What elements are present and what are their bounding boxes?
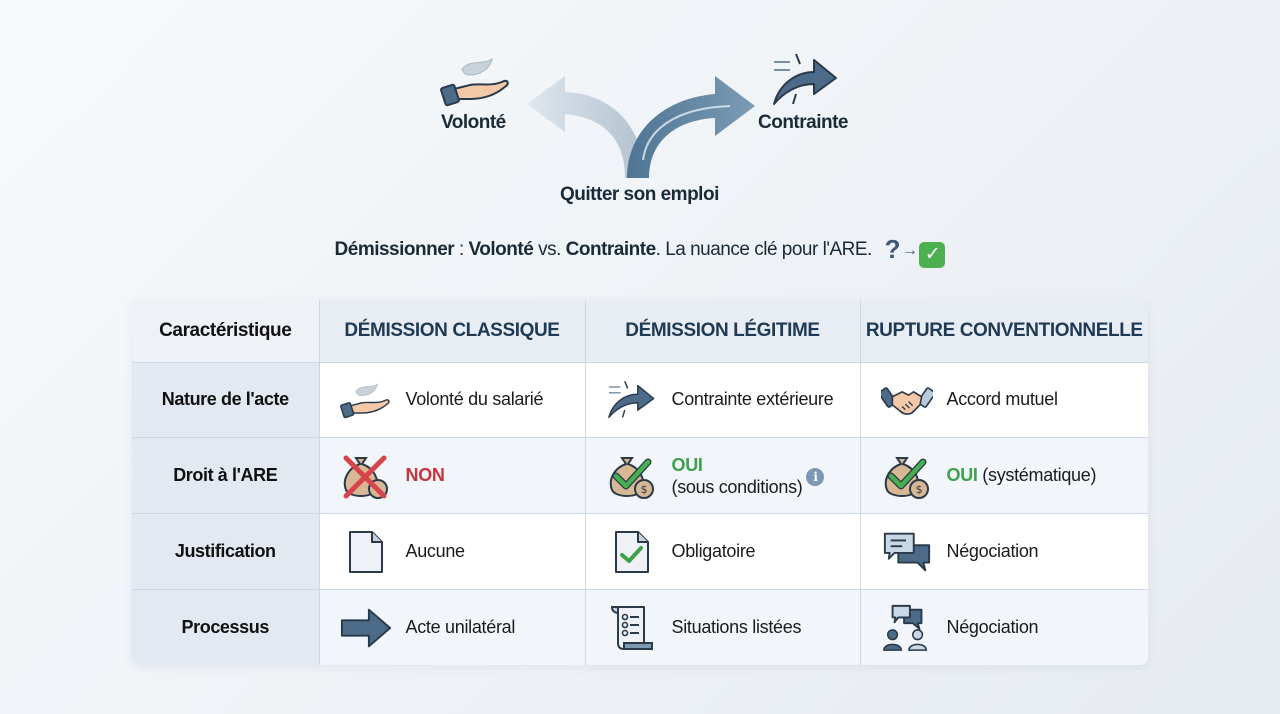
- money-bag-crossed-icon: [340, 452, 392, 500]
- table-row: Nature de l'acte Volonté du salarié Cont…: [132, 361, 1148, 439]
- row-label: Droit à l'ARE: [132, 437, 320, 515]
- handshake-icon: [880, 376, 933, 424]
- volonte-label: Volonté: [441, 112, 506, 133]
- subtitle-volonte: Volonté: [468, 239, 534, 260]
- subtitle-sep: :: [454, 239, 469, 260]
- table-row: Processus Acte unilatéral Situations lis…: [132, 589, 1148, 665]
- cell-text: Situations listées: [671, 617, 802, 638]
- status-non: NON: [405, 465, 445, 486]
- money-bag-check-icon: $: [606, 452, 658, 500]
- svg-text:$: $: [640, 483, 647, 496]
- header-demission-classique: DÉMISSION CLASSIQUE: [318, 300, 586, 363]
- cell-status-line: OUI (systématique): [947, 465, 1097, 486]
- document-check-icon: [606, 528, 658, 576]
- cell-text: Accord mutuel: [946, 389, 1058, 410]
- open-hand-icon: [339, 376, 392, 424]
- cell-text: Volonté du salarié: [405, 389, 544, 410]
- cell-text: Obligatoire: [671, 541, 756, 562]
- table-row: Justification Aucune Obligatoire: [132, 513, 1148, 591]
- table-row: Droit à l'ARE NON $ OUI (sous conditions…: [132, 437, 1148, 515]
- status-oui: OUI: [671, 454, 703, 475]
- subtitle-rest: . La nuance clé pour l'ARE.: [655, 239, 873, 260]
- row-label: Nature de l'acte: [132, 361, 320, 439]
- forced-arrow-icon: [606, 376, 658, 424]
- people-discussion-icon: [881, 604, 933, 652]
- money-bag-check-icon: $: [881, 452, 933, 500]
- info-icon[interactable]: i: [806, 467, 825, 486]
- cell-text: Négociation: [946, 617, 1039, 638]
- table-header-row: Caractéristique DÉMISSION CLASSIQUE DÉMI…: [132, 300, 1148, 363]
- row-label: Justification: [132, 513, 320, 591]
- svg-text:$: $: [915, 483, 922, 496]
- cell-text: (systématique): [977, 465, 1097, 486]
- header-rupture-conventionnelle: RUPTURE CONVENTIONNELLE: [859, 300, 1148, 363]
- chat-bubbles-icon: [881, 528, 933, 576]
- hero-diagram: Volonté Contrainte Quitter son emploi: [0, 0, 1280, 220]
- subtitle: Démissionner : Volonté vs. Contrainte. L…: [0, 234, 1280, 268]
- quitter-emploi-label: Quitter son emploi: [560, 184, 719, 205]
- cell-text: Négociation: [946, 541, 1039, 562]
- subtitle-vs: vs.: [533, 239, 566, 260]
- split-arrows-icon: [527, 76, 755, 178]
- status-oui: OUI: [946, 465, 978, 486]
- check-box-icon: ✓: [919, 242, 946, 268]
- cell-text: (sous conditions): [671, 476, 803, 497]
- checklist-scroll-icon: [606, 604, 658, 652]
- subtitle-contrainte: Contrainte: [565, 239, 657, 260]
- blank-document-icon: [340, 528, 392, 576]
- comparison-table: Caractéristique DÉMISSION CLASSIQUE DÉMI…: [132, 300, 1148, 665]
- cell-status-stack: OUI (sous conditions)i: [672, 454, 825, 498]
- cell-text: Contrainte extérieure: [671, 389, 834, 410]
- row-label: Processus: [132, 589, 320, 665]
- contrainte-label: Contrainte: [758, 112, 849, 133]
- cell-text: Acte unilatéral: [405, 617, 516, 638]
- open-hand-icon: [440, 57, 509, 107]
- right-arrow-icon: [340, 604, 392, 652]
- forced-arrow-icon: [773, 53, 837, 105]
- header-demission-legitime: DÉMISSION LÉGITIME: [584, 300, 861, 363]
- cell-text: Aucune: [405, 541, 466, 562]
- question-mark-icon: ?: [884, 234, 901, 264]
- subtitle-term: Démissionner: [334, 239, 455, 260]
- header-caracteristique: Caractéristique: [132, 300, 320, 363]
- arrow-right-icon: →: [901, 242, 918, 259]
